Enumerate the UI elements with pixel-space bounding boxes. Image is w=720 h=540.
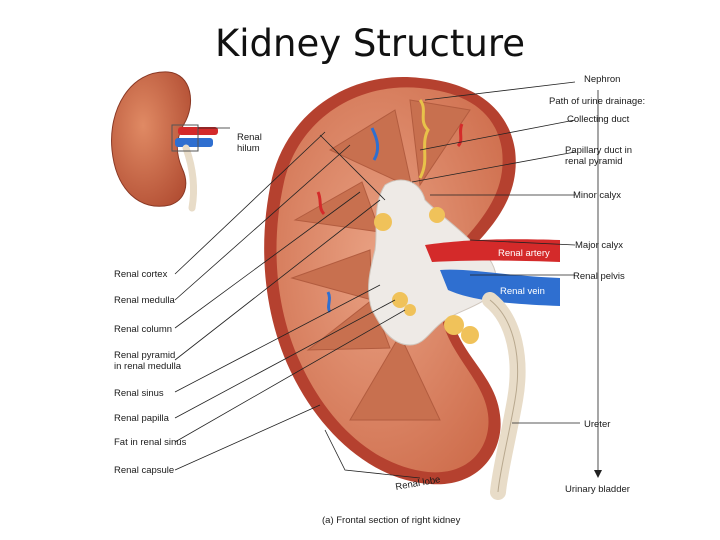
fat-blob (374, 213, 392, 231)
small-kidney-icon (112, 72, 218, 208)
label-ureter: Ureter (584, 419, 610, 430)
label-minor-calyx: Minor calyx (573, 190, 621, 201)
small-vein-icon (175, 138, 213, 147)
label-renal-pyramid: Renal pyramid in renal medulla (114, 350, 182, 372)
label-renal-papilla: Renal papilla (114, 413, 170, 424)
small-ureter-icon (186, 148, 194, 208)
label-renal-medulla: Renal medulla (114, 295, 175, 306)
label-major-calyx: Major calyx (575, 240, 623, 251)
fat-blob (444, 315, 464, 335)
cortex-vessel (328, 292, 330, 312)
figure-caption: (a) Frontal section of right kidney (322, 515, 461, 526)
label-renal-hilum: Renal hilum (237, 132, 264, 154)
label-renal-capsule: Renal capsule (114, 465, 174, 476)
kidney-section (264, 77, 560, 492)
label-renal-vein: Renal vein (500, 286, 545, 297)
label-nephron: Nephron (584, 74, 620, 85)
label-renal-artery: Renal artery (498, 248, 550, 259)
label-renal-sinus: Renal sinus (114, 388, 164, 399)
label-collecting-duct: Collecting duct (567, 114, 630, 125)
label-renal-cortex: Renal cortex (114, 269, 168, 280)
fat-blob (429, 207, 445, 223)
fat-blob (461, 326, 479, 344)
label-papillary-duct: Papillary duct in renal pyramid (565, 145, 635, 167)
label-renal-column: Renal column (114, 324, 172, 335)
label-renal-pelvis: Renal pelvis (573, 271, 625, 282)
label-fat-in-renal-sinus: Fat in renal sinus (114, 437, 187, 448)
label-urinary-bladder: Urinary bladder (565, 484, 630, 495)
label-path-of-urine-drainage: Path of urine drainage: (549, 96, 645, 107)
fat-blob (404, 304, 416, 316)
